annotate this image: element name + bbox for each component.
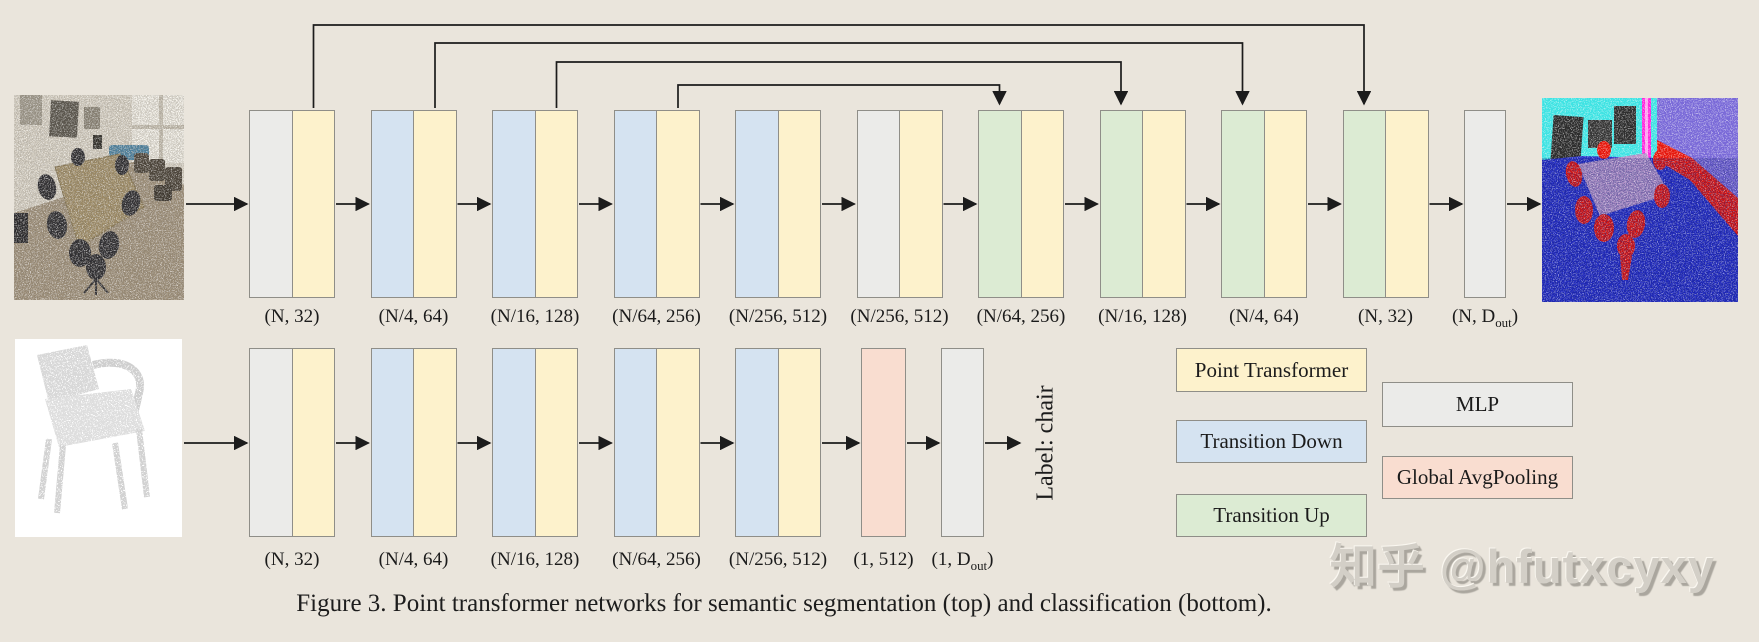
- transition-up-layer: [1099, 110, 1143, 298]
- network-block: [613, 348, 700, 537]
- global-avg-pooling-layer: [861, 348, 906, 537]
- transition-down-layer: [613, 348, 657, 537]
- block-shape-label: (N, Dout): [1451, 306, 1519, 330]
- block-shape-label: (N/64, 256): [612, 549, 701, 570]
- point-transformer-layer: [656, 110, 700, 298]
- transition-down-layer: [492, 110, 536, 298]
- network-block: [613, 110, 700, 298]
- point-transformer-layer: [1263, 110, 1307, 298]
- network-block: [856, 110, 943, 298]
- block-shape-label: (N, 32): [1358, 306, 1413, 327]
- network-block: [249, 110, 335, 298]
- network-block: [1221, 110, 1307, 298]
- transition-down-layer: [735, 348, 779, 537]
- transition-up-layer: [978, 110, 1022, 298]
- legend-mlp: MLP: [1382, 382, 1573, 427]
- mlp-layer: [856, 110, 900, 298]
- point-transformer-layer: [534, 348, 578, 537]
- transition-up-layer: [1342, 110, 1386, 298]
- block-shape-label: (N, 32): [264, 306, 320, 327]
- transition-down-layer: [370, 348, 414, 537]
- block-shape-label: (N/256, 512): [728, 549, 828, 570]
- network-block: [861, 348, 906, 537]
- segmented-room-point-cloud-image: [1542, 98, 1738, 302]
- network-block: [978, 110, 1064, 298]
- room-point-cloud-image: [14, 95, 184, 300]
- point-transformer-layer: [1142, 110, 1186, 298]
- block-shape-label: (N/4, 64): [1229, 306, 1299, 327]
- flow-arrow: [434, 42, 1250, 108]
- block-shape-label: (1, 512): [853, 549, 914, 570]
- point-transformer-layer: [777, 110, 821, 298]
- figure-caption: Figure 3. Point transformer networks for…: [296, 590, 1272, 617]
- point-transformer-layer: [1385, 110, 1429, 298]
- legend-point-transformer: Point Transformer: [1176, 348, 1367, 392]
- block-shape-label: (N/16, 128): [1098, 306, 1187, 327]
- legend-global-avg-pooling: Global AvgPooling: [1382, 456, 1573, 499]
- network-block: [941, 348, 984, 537]
- network-block: [735, 110, 821, 298]
- block-shape-label: (N/16, 128): [490, 306, 580, 327]
- chair-point-cloud-image: [15, 339, 182, 537]
- network-block: [370, 110, 457, 298]
- point-transformer-layer: [291, 348, 335, 537]
- mlp-layer: [249, 348, 293, 537]
- flow-arrow: [312, 24, 1372, 108]
- network-block: [1099, 110, 1186, 298]
- watermark: 知乎 @hfutxcyxy: [1329, 540, 1715, 593]
- point-transformer-layer: [413, 348, 457, 537]
- block-shape-label: (N/4, 64): [378, 306, 449, 327]
- transition-down-layer: [613, 110, 657, 298]
- transition-down-layer: [735, 110, 779, 298]
- flow-arrow: [555, 61, 1129, 108]
- block-shape-label: (N/64, 256): [976, 306, 1066, 327]
- network-block: [735, 348, 821, 537]
- flow-arrow: [677, 84, 1007, 108]
- network-block: [492, 110, 578, 298]
- legend-transition-up: Transition Up: [1176, 494, 1367, 537]
- mlp-layer: [1464, 110, 1506, 298]
- network-block: [370, 348, 457, 537]
- block-shape-label: (N/256, 512): [728, 306, 828, 327]
- point-transformer-layer: [656, 348, 700, 537]
- point-transformer-layer: [777, 348, 821, 537]
- network-block: [492, 348, 578, 537]
- block-shape-label: (N/4, 64): [378, 549, 449, 570]
- network-block: [249, 348, 335, 537]
- point-transformer-layer: [1020, 110, 1064, 298]
- point-transformer-layer: [899, 110, 943, 298]
- transition-down-layer: [492, 348, 536, 537]
- legend-transition-down: Transition Down: [1176, 420, 1367, 463]
- transition-up-layer: [1221, 110, 1265, 298]
- point-transformer-layer: [534, 110, 578, 298]
- point-transformer-layer: [291, 110, 335, 298]
- network-block: [1342, 110, 1429, 298]
- block-shape-label: (N/64, 256): [612, 306, 701, 327]
- block-shape-label: (N/256, 512): [850, 306, 949, 327]
- mlp-layer: [249, 110, 293, 298]
- classification-output-label: Label: chair: [1032, 385, 1059, 501]
- block-shape-label: (N, 32): [264, 549, 320, 570]
- mlp-layer: [941, 348, 984, 537]
- network-block: [1464, 110, 1506, 298]
- block-shape-label: (N/16, 128): [490, 549, 580, 570]
- block-shape-label: (1, Dout): [931, 549, 994, 573]
- transition-down-layer: [370, 110, 414, 298]
- point-transformer-layer: [413, 110, 457, 298]
